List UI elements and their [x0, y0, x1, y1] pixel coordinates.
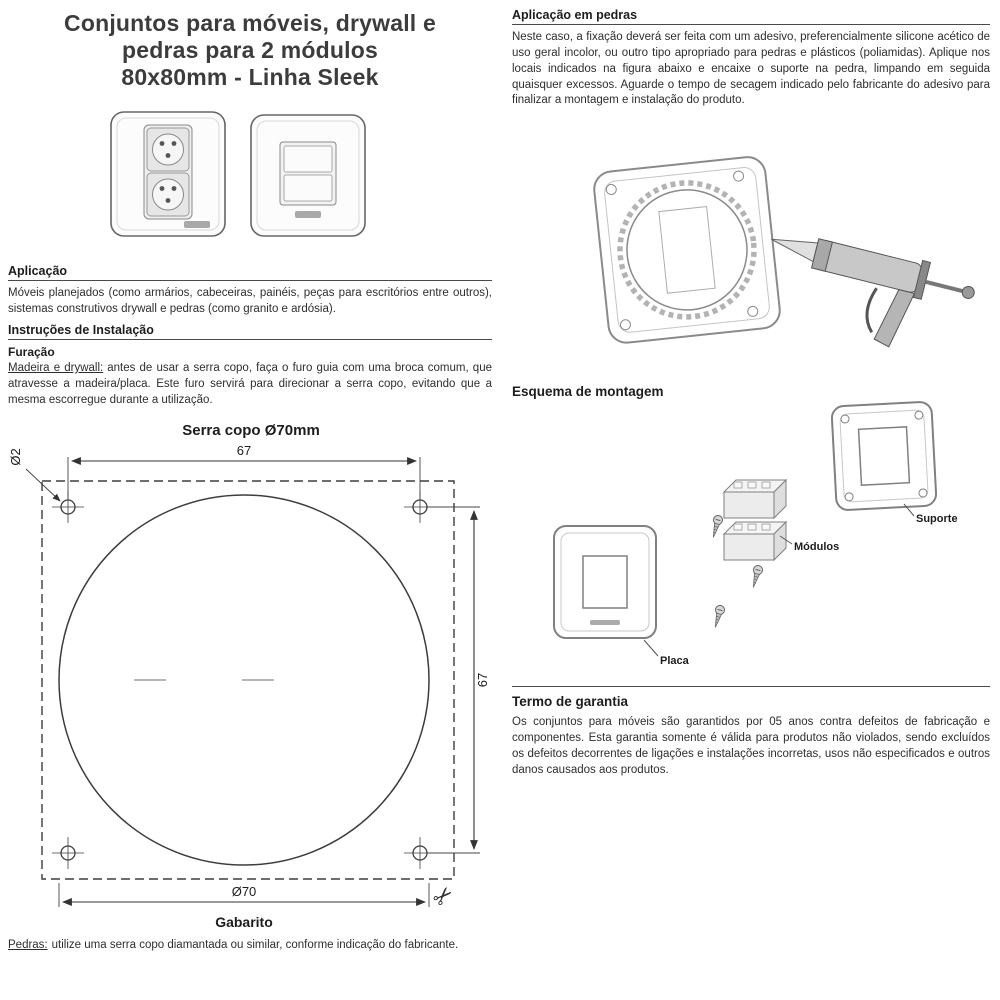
- brand-mark: [295, 211, 321, 218]
- screw-icon: [752, 565, 763, 588]
- page-title-line2: pedras para 2 módulos: [122, 37, 378, 64]
- screw-icon: [714, 605, 725, 628]
- page-title: Conjuntos para móveis, drywall e pedras …: [10, 10, 490, 91]
- section-garantia: Termo de garantia Os conjuntos para móve…: [512, 686, 990, 778]
- garantia-body: Os conjuntos para móveis são garantidos …: [512, 716, 990, 776]
- adhesive-application-figure: [593, 156, 975, 348]
- caulk-gun-icon: [771, 238, 975, 348]
- page-title-line3: 80x80mm - Linha Sleek: [121, 64, 379, 91]
- furacao-body: Madeira e drywall:antes de usar a serra …: [8, 361, 492, 409]
- placa-icon: [553, 525, 657, 639]
- garantia-heading: Termo de garantia: [512, 694, 629, 709]
- outlet-plate-figure: [110, 111, 226, 237]
- socket-icon: [146, 127, 190, 172]
- pedras-note-label: Pedras:: [8, 939, 48, 951]
- suporte-icon: [830, 401, 938, 511]
- modulos-label: Módulos: [794, 541, 839, 553]
- gabarito-drawing: Serra copo Ø70mm 67 Ø2 67: [8, 422, 490, 930]
- aplicacao-pedras-heading: Aplicação em pedras: [512, 8, 990, 25]
- page-title-line1: Conjuntos para móveis, drywall e: [64, 10, 436, 36]
- brand-mark: [184, 221, 210, 228]
- dimension-diameter: Ø70: [232, 884, 257, 899]
- section-aplicacao: Aplicação Móveis planejados (como armári…: [8, 264, 492, 318]
- switch-plate-figure: [250, 114, 366, 237]
- placa-label: Placa: [660, 655, 690, 667]
- esquema-heading: Esquema de montagem: [512, 384, 664, 399]
- dimension-top: 67: [237, 443, 251, 458]
- cut-outline: [41, 480, 455, 880]
- section-aplicacao-pedras: Aplicação em pedras Neste caso, a fixaçã…: [512, 8, 990, 109]
- pedras-note-text: utilize uma serra copo diamantada ou sim…: [51, 939, 459, 951]
- aplicacao-pedras-body: Neste caso, a fixação deverá ser feita c…: [512, 31, 990, 107]
- hole-saw-circle: [58, 494, 430, 866]
- instrucoes-heading: Instruções de Instalação: [8, 323, 492, 340]
- section-instrucoes: Instruções de Instalação Furação Madeira…: [8, 323, 492, 409]
- screw-icon: [712, 515, 723, 538]
- furacao-subheading: Furação: [8, 345, 55, 359]
- gabarito-caption: Gabarito: [215, 914, 273, 930]
- suporte-label: Suporte: [916, 513, 958, 525]
- modulos-icon: [722, 478, 788, 562]
- aplicacao-body: Móveis planejados (como armários, cabece…: [8, 287, 492, 315]
- aplicacao-heading: Aplicação: [8, 264, 492, 281]
- furacao-body-label: Madeira e drywall:: [8, 362, 104, 374]
- pilot-holes: [52, 491, 436, 869]
- furacao-body-text: antes de usar a serra copo, faça o furo …: [8, 362, 492, 406]
- dimension-hole: Ø2: [8, 448, 23, 465]
- socket-icon: [146, 172, 190, 217]
- pedras-note: Pedras:utilize uma serra copo diamantada…: [8, 938, 492, 954]
- dimension-right: 67: [475, 673, 490, 687]
- assembly-exploded-figure: Suporte Módulos: [553, 401, 958, 667]
- garantia-divider: [512, 686, 990, 687]
- rocker-switch-icon: [283, 145, 333, 202]
- drawing-title: Serra copo Ø70mm: [182, 422, 320, 439]
- scissors-icon: ✂: [426, 879, 460, 913]
- support-frame-icon: [593, 156, 781, 344]
